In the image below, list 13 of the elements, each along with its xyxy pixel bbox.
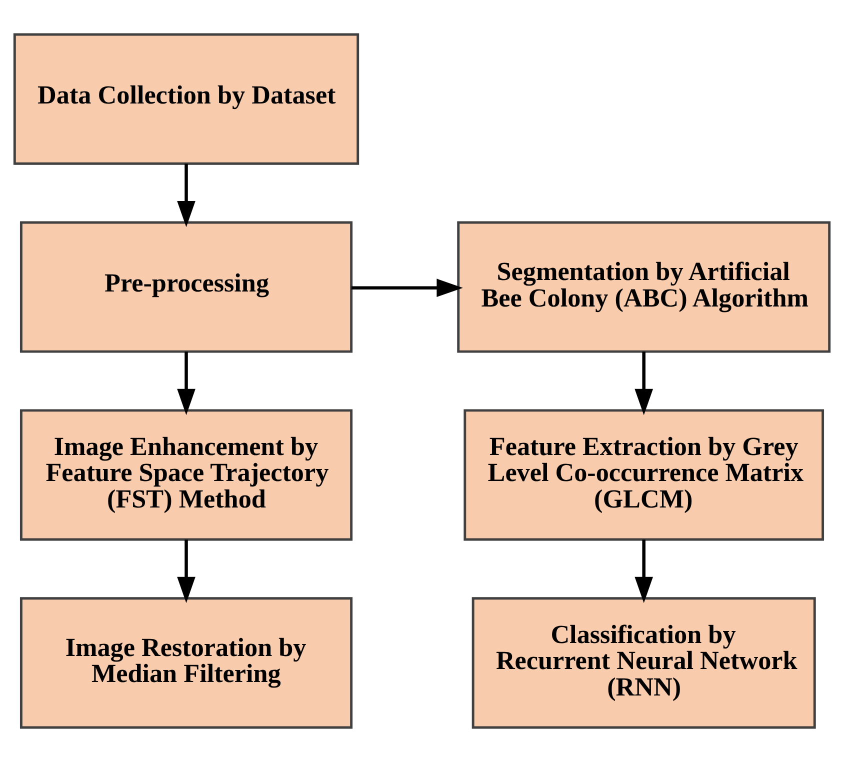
node-box: Pre-processing [20,220,353,352]
arrow [177,351,196,415]
arrow [177,539,196,603]
node-box: Data Collection by Dataset [13,32,360,164]
node-box: Image Enhancement by Feature Space Trajectory (FST) Method [20,408,353,540]
arrow [634,351,654,415]
arrow [351,278,463,297]
arrow [634,539,654,603]
node-box: Image Restoration by Median Filtering [20,596,353,728]
node-box: Feature Extraction by Grey Level Co-occurrence Matrix (GLCM) [464,408,824,540]
arrow [177,163,196,227]
node-box: Segmentation by Artificial Bee Colony (ABC) Algorithm [457,220,831,352]
node-box: Classification by Recurrent Neural Network (RNN) [472,596,816,728]
